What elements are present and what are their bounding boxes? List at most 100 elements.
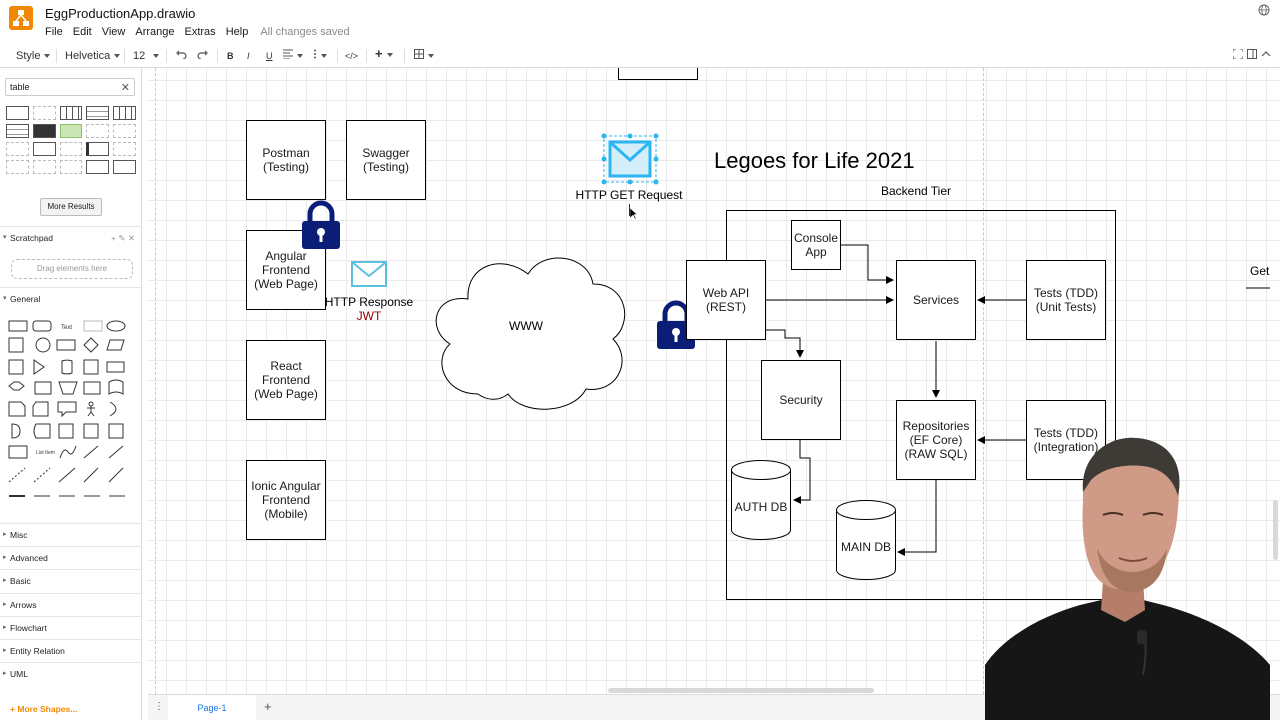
tab-page-1[interactable]: Page-1 [168, 695, 256, 720]
unit-tests-box[interactable]: Tests (TDD) (Unit Tests) [1026, 260, 1106, 340]
offscreen-box[interactable] [618, 68, 698, 80]
menu-file[interactable]: File [45, 26, 63, 38]
font-family-dropdown[interactable]: Helvetica [65, 49, 121, 63]
list-item-shape[interactable] [59, 142, 83, 156]
fullscreen-icon[interactable] [1232, 48, 1244, 63]
envelope-icon[interactable] [351, 261, 387, 287]
table-shape[interactable] [113, 124, 136, 138]
table-shape[interactable] [59, 124, 83, 138]
drawio-logo-icon[interactable] [9, 6, 33, 30]
table-shape[interactable] [6, 142, 29, 156]
table-shape[interactable] [59, 160, 83, 174]
close-icon[interactable]: ✕ [120, 82, 130, 94]
collapse-icon[interactable] [1261, 49, 1271, 63]
list-item-shape[interactable] [32, 106, 56, 120]
style-dropdown[interactable]: Style [16, 49, 51, 63]
undo-icon[interactable] [176, 49, 187, 63]
http-response-label[interactable]: HTTP Response [324, 295, 414, 309]
table-shape[interactable] [86, 160, 110, 174]
sidebar-section-advanced[interactable]: Advanced [0, 546, 141, 569]
auth-db-cylinder[interactable]: AUTH DB [731, 460, 791, 540]
page-menu-icon[interactable]: ⋮ [154, 701, 164, 712]
sidebar-section-uml[interactable]: UML [0, 662, 141, 685]
connector-layer [766, 244, 1270, 556]
offpage-label[interactable]: Get [1250, 264, 1270, 278]
jwt-label[interactable]: JWT [356, 309, 382, 323]
format-panel-icon[interactable] [1247, 49, 1257, 63]
more-shapes-button[interactable]: + More Shapes... [10, 704, 78, 714]
code-icon[interactable]: </> [345, 51, 359, 61]
scratchpad-header[interactable]: Scratchpad + ✎ ✕ [0, 226, 141, 249]
react-frontend-box[interactable]: React Frontend (Web Page) [246, 340, 326, 420]
table-shape[interactable] [32, 124, 56, 138]
backend-tier-container[interactable] [726, 210, 1116, 600]
sidebar-section-misc[interactable]: Misc [0, 523, 141, 546]
web-api-box[interactable]: Web API (REST) [686, 260, 766, 340]
swagger-box[interactable]: Swagger (Testing) [346, 120, 426, 200]
svg-text:List Item: List Item [36, 450, 55, 456]
table-shape[interactable] [113, 160, 136, 174]
table-shape[interactable] [86, 124, 110, 138]
menu-edit[interactable]: Edit [72, 26, 92, 38]
webapi-to-security-arrow[interactable] [766, 329, 804, 358]
more-format-icon[interactable] [313, 49, 327, 63]
table-shape[interactable] [113, 106, 136, 120]
table-insert-icon[interactable] [414, 49, 434, 63]
redo-icon[interactable] [197, 49, 208, 63]
www-cloud-shape[interactable] [428, 244, 630, 412]
table-shape[interactable] [32, 142, 56, 156]
scratchpad-title: Scratchpad [10, 233, 53, 243]
menu-view[interactable]: View [101, 26, 126, 38]
table-shape[interactable] [86, 142, 110, 156]
font-size-dropdown[interactable]: 12 [133, 49, 160, 63]
table-shape[interactable] [86, 106, 110, 120]
scratchpad-actions-icon[interactable]: + ✎ ✕ [111, 233, 135, 243]
scratchpad-drop-zone[interactable]: Drag elements here [11, 259, 133, 279]
http-get-label[interactable]: HTTP GET Request [575, 188, 683, 202]
align-dropdown-icon[interactable] [283, 49, 303, 63]
menu-arrange[interactable]: Arrange [135, 26, 175, 38]
repositories-box[interactable]: Repositories (EF Core) (RAW SQL) [896, 400, 976, 480]
menu-extras[interactable]: Extras [184, 26, 216, 38]
table-shape[interactable] [6, 124, 29, 138]
www-label[interactable]: WWW [509, 319, 543, 333]
console-to-services-arrow[interactable] [841, 244, 894, 284]
italic-button[interactable]: I [247, 51, 250, 61]
services-box[interactable]: Services [896, 260, 976, 340]
postman-box[interactable]: Postman (Testing) [246, 120, 326, 200]
globe-icon[interactable] [1258, 4, 1270, 16]
sidebar-section-arrows[interactable]: Arrows [0, 593, 141, 616]
table-shape[interactable] [59, 106, 83, 120]
table-shape[interactable] [6, 160, 29, 174]
general-shapes-palette[interactable]: Text List Item [6, 318, 136, 518]
underline-button[interactable]: U [266, 51, 273, 61]
console-app-box[interactable]: Console App [791, 220, 841, 270]
document-title[interactable]: EggProductionApp.drawio [45, 6, 196, 21]
security-box[interactable]: Security [761, 360, 841, 440]
diagram-title[interactable]: Legoes for Life 2021 [714, 148, 915, 173]
sidebar-section-basic[interactable]: Basic [0, 569, 141, 592]
menu-help[interactable]: Help [225, 26, 249, 38]
main-db-cylinder[interactable]: MAIN DB [836, 500, 896, 580]
insert-plus-icon[interactable]: + [375, 47, 393, 61]
lock-icon[interactable] [301, 200, 341, 250]
bold-button[interactable]: B [227, 51, 234, 61]
ionic-frontend-box[interactable]: Ionic Angular Frontend (Mobile) [246, 460, 326, 540]
more-results-button[interactable]: More Results [40, 198, 102, 216]
more-shapes-label: More Shapes... [17, 704, 78, 714]
add-page-icon[interactable]: + [264, 699, 272, 714]
horizontal-scrollbar[interactable] [608, 688, 874, 693]
selected-envelope-icon[interactable] [598, 130, 662, 188]
sidebar-section-flowchart[interactable]: Flowchart [0, 616, 141, 639]
repositories-to-maindb-arrow[interactable] [897, 480, 937, 556]
vertical-scrollbar[interactable] [1273, 500, 1278, 560]
general-header[interactable]: General [0, 287, 141, 310]
backend-tier-label[interactable]: Backend Tier [880, 184, 952, 198]
table-shape[interactable] [6, 106, 29, 120]
table-shape[interactable] [32, 160, 56, 174]
sidebar-section-entity-relation[interactable]: Entity Relation [0, 639, 141, 662]
table-shape[interactable] [113, 142, 136, 156]
diagram-canvas[interactable]: Postman (Testing) Swagger (Testing) Angu… [148, 68, 1280, 694]
shape-search-input[interactable]: table ✕ [5, 78, 135, 96]
security-to-authdb-arrow[interactable] [793, 440, 811, 504]
